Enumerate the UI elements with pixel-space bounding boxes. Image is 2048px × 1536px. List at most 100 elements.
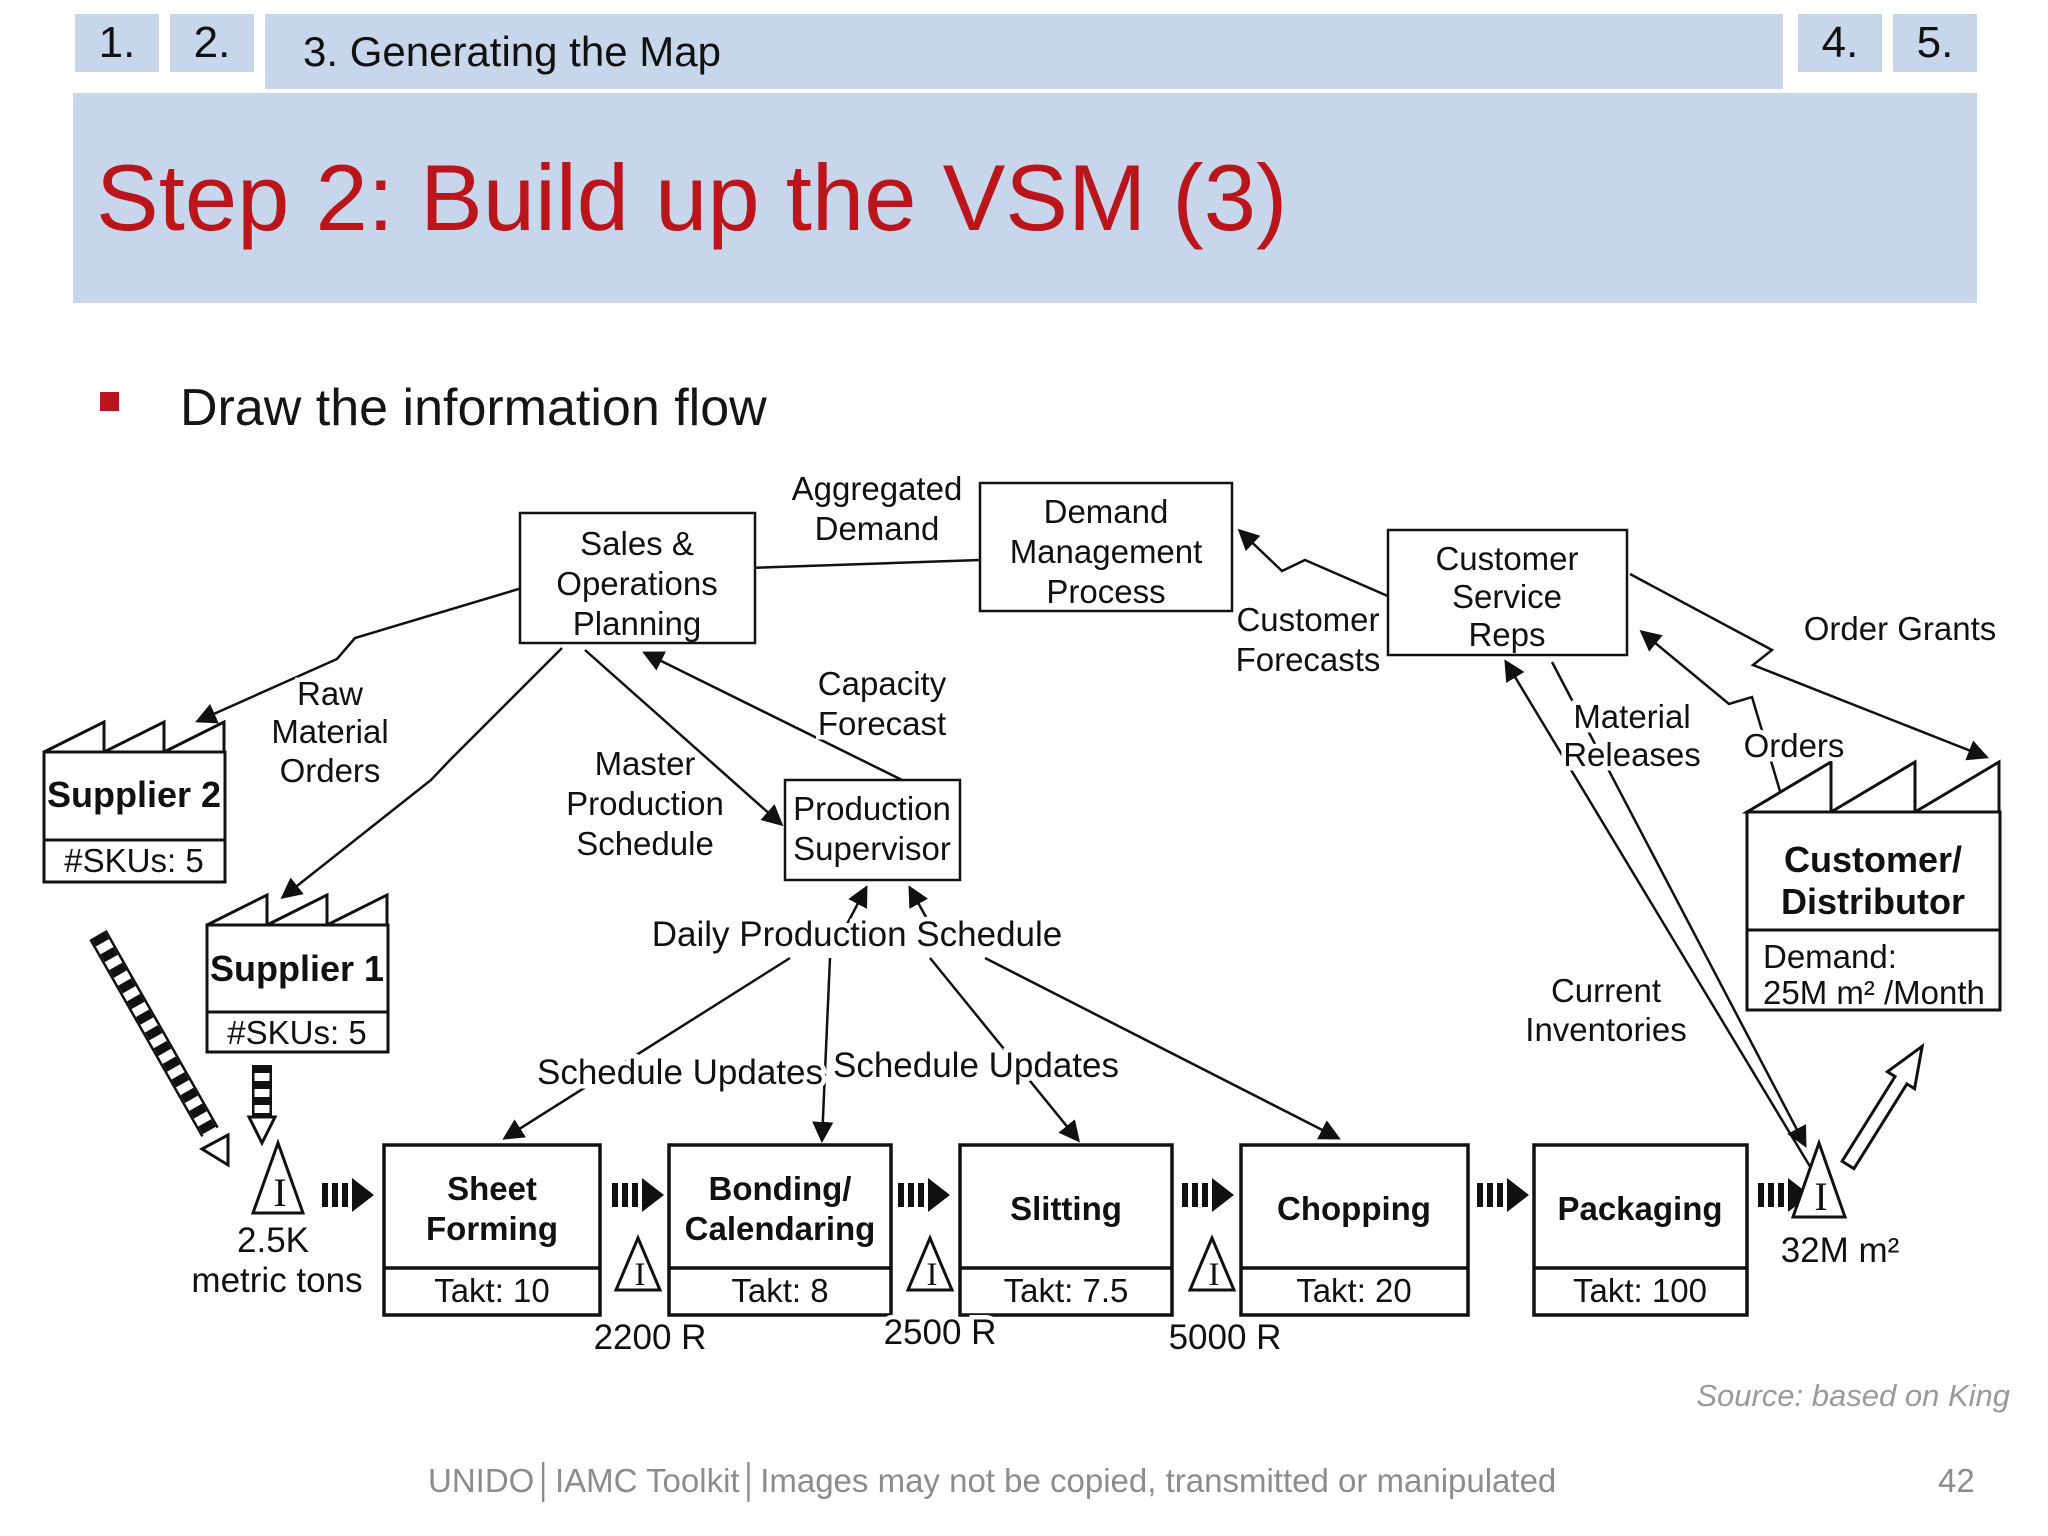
page-title: Step 2: Build up the VSM (3) xyxy=(96,145,1288,250)
push-arrow-icon xyxy=(898,1178,950,1212)
label-capacity-forecast: Forecast xyxy=(818,705,946,742)
label-master-production-schedule: Production xyxy=(566,785,724,822)
supplier2-factory-icon xyxy=(42,719,227,884)
label-raw-material-orders: Orders xyxy=(280,752,381,789)
production-supervisor-label: Supervisor xyxy=(793,830,951,867)
demand-mgmt-label: Process xyxy=(1046,573,1165,610)
inventory-triangle-queue3: I xyxy=(1187,1234,1237,1293)
label-master-production-schedule: Schedule xyxy=(576,825,714,862)
process-takt: Takt: 8 xyxy=(731,1272,828,1309)
supplier1-skus: #SKUs: 5 xyxy=(227,1014,366,1051)
arrow-raw-material-orders-supplier1 xyxy=(280,647,563,899)
tab-4[interactable]: 4. xyxy=(1798,14,1882,72)
label-current-inventories: Inventories xyxy=(1525,1011,1686,1048)
tab-2[interactable]: 2. xyxy=(170,14,254,72)
arrow-orders xyxy=(1639,629,1787,809)
push-arrow-icon xyxy=(1477,1178,1529,1212)
demand-management-process-box xyxy=(978,481,1234,613)
label-master-production-schedule: Master xyxy=(595,745,696,782)
process-name: Packaging xyxy=(1557,1190,1722,1227)
arrow-current-inventories xyxy=(1504,659,1837,1209)
bullet-text: Draw the information flow xyxy=(180,379,767,437)
label-queue-qty-3: 5000 R xyxy=(1169,1318,1282,1357)
process-name: Slitting xyxy=(1010,1190,1122,1227)
push-arrow-icon xyxy=(1758,1178,1810,1212)
production-supervisor-label: Production xyxy=(793,790,951,827)
label-capacity-forecast: Capacity xyxy=(818,665,947,702)
customer-service-reps-box xyxy=(1386,528,1629,657)
inventory-symbol: I xyxy=(1814,1174,1827,1219)
customer-service-label: Customer xyxy=(1435,540,1578,577)
process-name: Chopping xyxy=(1277,1190,1431,1227)
process-takt: Takt: 10 xyxy=(434,1272,550,1309)
label-schedule-updates-right: Schedule Updates xyxy=(833,1046,1119,1085)
inventory-triangle-queue1: I xyxy=(613,1234,663,1293)
inventory-triangle-queue2: I xyxy=(905,1234,955,1293)
label-daily-production-schedule: Daily Production Schedule xyxy=(652,915,1063,954)
label-queue-qty-2: 2500 R xyxy=(884,1313,997,1352)
process-bonding-calendaring: Bonding/ Calendaring Takt: 8 xyxy=(667,1143,893,1317)
process-sheet-forming: Sheet Forming Takt: 10 xyxy=(382,1143,602,1317)
arrow-raw-material-orders-supplier2 xyxy=(195,586,523,724)
arrow-customer-forecasts xyxy=(1237,528,1391,599)
tab-3-generating-the-map[interactable]: 3. Generating the Map xyxy=(265,14,1783,89)
footer-text: UNIDO│IAMC Toolkit│Images may not be cop… xyxy=(428,1462,1557,1499)
process-name: Sheet xyxy=(447,1170,537,1207)
inventory-symbol: I xyxy=(1209,1257,1220,1293)
inventory-triangle-raw: I xyxy=(250,1138,306,1215)
label-aggregated-demand: Aggregated xyxy=(792,470,963,507)
supplier1-name: Supplier 1 xyxy=(210,948,384,989)
label-material-releases: Material xyxy=(1573,698,1690,735)
arrow-capacity-forecast xyxy=(642,651,903,782)
arrow-master-production-schedule xyxy=(584,649,784,827)
process-name: Calendaring xyxy=(685,1210,876,1247)
inventory-symbol: I xyxy=(273,1170,286,1215)
shipment-arrow-to-customer xyxy=(1839,1042,1925,1171)
customer-service-label: Service xyxy=(1452,578,1562,615)
label-finished-inventory-qty: 32M m² xyxy=(1781,1231,1900,1270)
label-raw-material-orders: Raw xyxy=(297,675,363,712)
shipment-arrow-supplier2 xyxy=(89,930,230,1168)
arrow-order-grants xyxy=(1629,572,1989,761)
process-name: Forming xyxy=(426,1210,558,1247)
tab-1[interactable]: 1. xyxy=(75,14,159,72)
demand-mgmt-label: Demand xyxy=(1044,493,1169,530)
production-supervisor-box xyxy=(783,778,962,882)
arrow-schedule-update-slitting xyxy=(929,957,1081,1143)
vsm-diagram: Sales & Operations Planning Demand Manag… xyxy=(42,466,2002,1362)
arrow-schedule-update-chopping xyxy=(984,956,1341,1140)
label-orders: Orders xyxy=(1744,727,1845,764)
arrow-dps-to-supervisor-left xyxy=(843,885,868,929)
customer-demand: Demand: xyxy=(1763,938,1897,975)
customer-name: Customer/ xyxy=(1784,839,1962,880)
label-material-releases: Releases xyxy=(1563,736,1701,773)
process-packaging: Packaging Takt: 100 xyxy=(1532,1143,1749,1317)
label-aggregated-demand: Demand xyxy=(815,510,940,547)
supplier2-name: Supplier 2 xyxy=(47,774,221,815)
sales-op-label: Planning xyxy=(573,605,701,642)
sales-op-label: Operations xyxy=(556,565,717,602)
page-number: 42 xyxy=(1938,1462,1975,1499)
label-schedule-updates-left: Schedule Updates xyxy=(537,1053,823,1092)
process-chopping: Chopping Takt: 20 xyxy=(1239,1143,1470,1317)
process-takt: Takt: 20 xyxy=(1296,1272,1412,1309)
supplier1-factory-icon xyxy=(205,892,390,1054)
arrow-schedule-update-bonding xyxy=(812,957,834,1144)
inventory-symbol: I xyxy=(635,1257,646,1293)
label-raw-material-orders: Material xyxy=(271,713,388,750)
label-raw-inventory-qty: 2.5K xyxy=(237,1221,309,1260)
push-arrow-icon xyxy=(612,1178,664,1212)
source-note: Source: based on King xyxy=(1696,1378,2010,1413)
label-customer-forecasts: Forecasts xyxy=(1236,641,1381,678)
title-band: Step 2: Build up the VSM (3) xyxy=(73,93,1977,303)
process-takt: Takt: 100 xyxy=(1573,1272,1707,1309)
process-takt: Takt: 7.5 xyxy=(1004,1272,1129,1309)
process-slitting: Slitting Takt: 7.5 xyxy=(958,1143,1174,1317)
label-queue-qty-1: 2200 R xyxy=(594,1318,707,1357)
tab-5[interactable]: 5. xyxy=(1893,14,1977,72)
push-arrow-icon xyxy=(322,1178,374,1212)
customer-distributor-factory-icon xyxy=(1741,759,2002,1012)
label-customer-forecasts: Customer xyxy=(1236,601,1379,638)
sales-operations-planning-box xyxy=(518,511,757,645)
label-current-inventories: Current xyxy=(1551,972,1661,1009)
